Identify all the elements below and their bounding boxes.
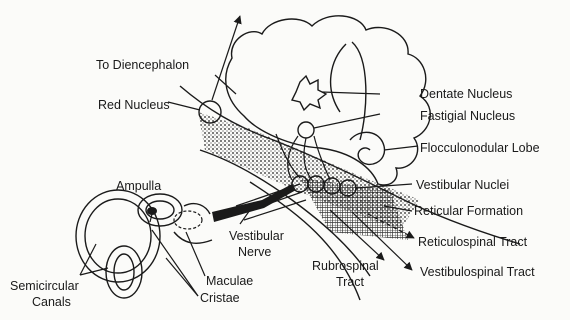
leader-fastigial <box>314 114 380 128</box>
label-fastigial-nucleus: Fastigial Nucleus <box>420 109 515 123</box>
cerebellar-peduncle <box>331 42 366 140</box>
leader-maculae <box>186 232 205 276</box>
label-semicircular-line2: Canals <box>32 295 71 309</box>
ampulla-shape <box>147 207 157 215</box>
label-vestibular-nuclei: Vestibular Nuclei <box>416 178 509 192</box>
label-semicircular-line1: Semicircular <box>10 279 79 293</box>
label-vestibulospinal-tract: Vestibulospinal Tract <box>420 265 535 279</box>
label-flocculonodular-lobe: Flocculonodular Lobe <box>420 141 540 155</box>
label-rubrospinal-line1: Rubrospinal <box>312 259 379 273</box>
label-reticulospinal-tract: Reticulospinal Tract <box>418 235 528 249</box>
label-red-nucleus: Red Nucleus <box>98 98 170 112</box>
vestibular-nuclei-area <box>300 178 408 240</box>
label-cristae: Cristae <box>200 291 240 305</box>
label-vestibular-nerve-line1: Vestibular <box>229 229 284 243</box>
leader-cristae <box>166 258 198 296</box>
label-reticular-formation: Reticular Formation <box>414 204 523 218</box>
label-ampulla: Ampulla <box>116 179 161 193</box>
leader-flocculonodular <box>384 146 418 150</box>
label-maculae: Maculae <box>206 274 253 288</box>
label-dentate-nucleus: Dentate Nucleus <box>420 87 512 101</box>
dentate-nucleus-shape <box>292 76 326 110</box>
label-to-diencephalon: To Diencephalon <box>96 58 189 72</box>
label-vestibular-nerve-line2: Nerve <box>238 245 271 259</box>
leader-cristae-2 <box>152 230 198 296</box>
leader-red-nucleus <box>168 102 200 110</box>
leader-dentate <box>322 92 380 94</box>
fastigial-nucleus-shape <box>298 122 314 138</box>
label-rubrospinal-line2: Tract <box>336 275 365 289</box>
